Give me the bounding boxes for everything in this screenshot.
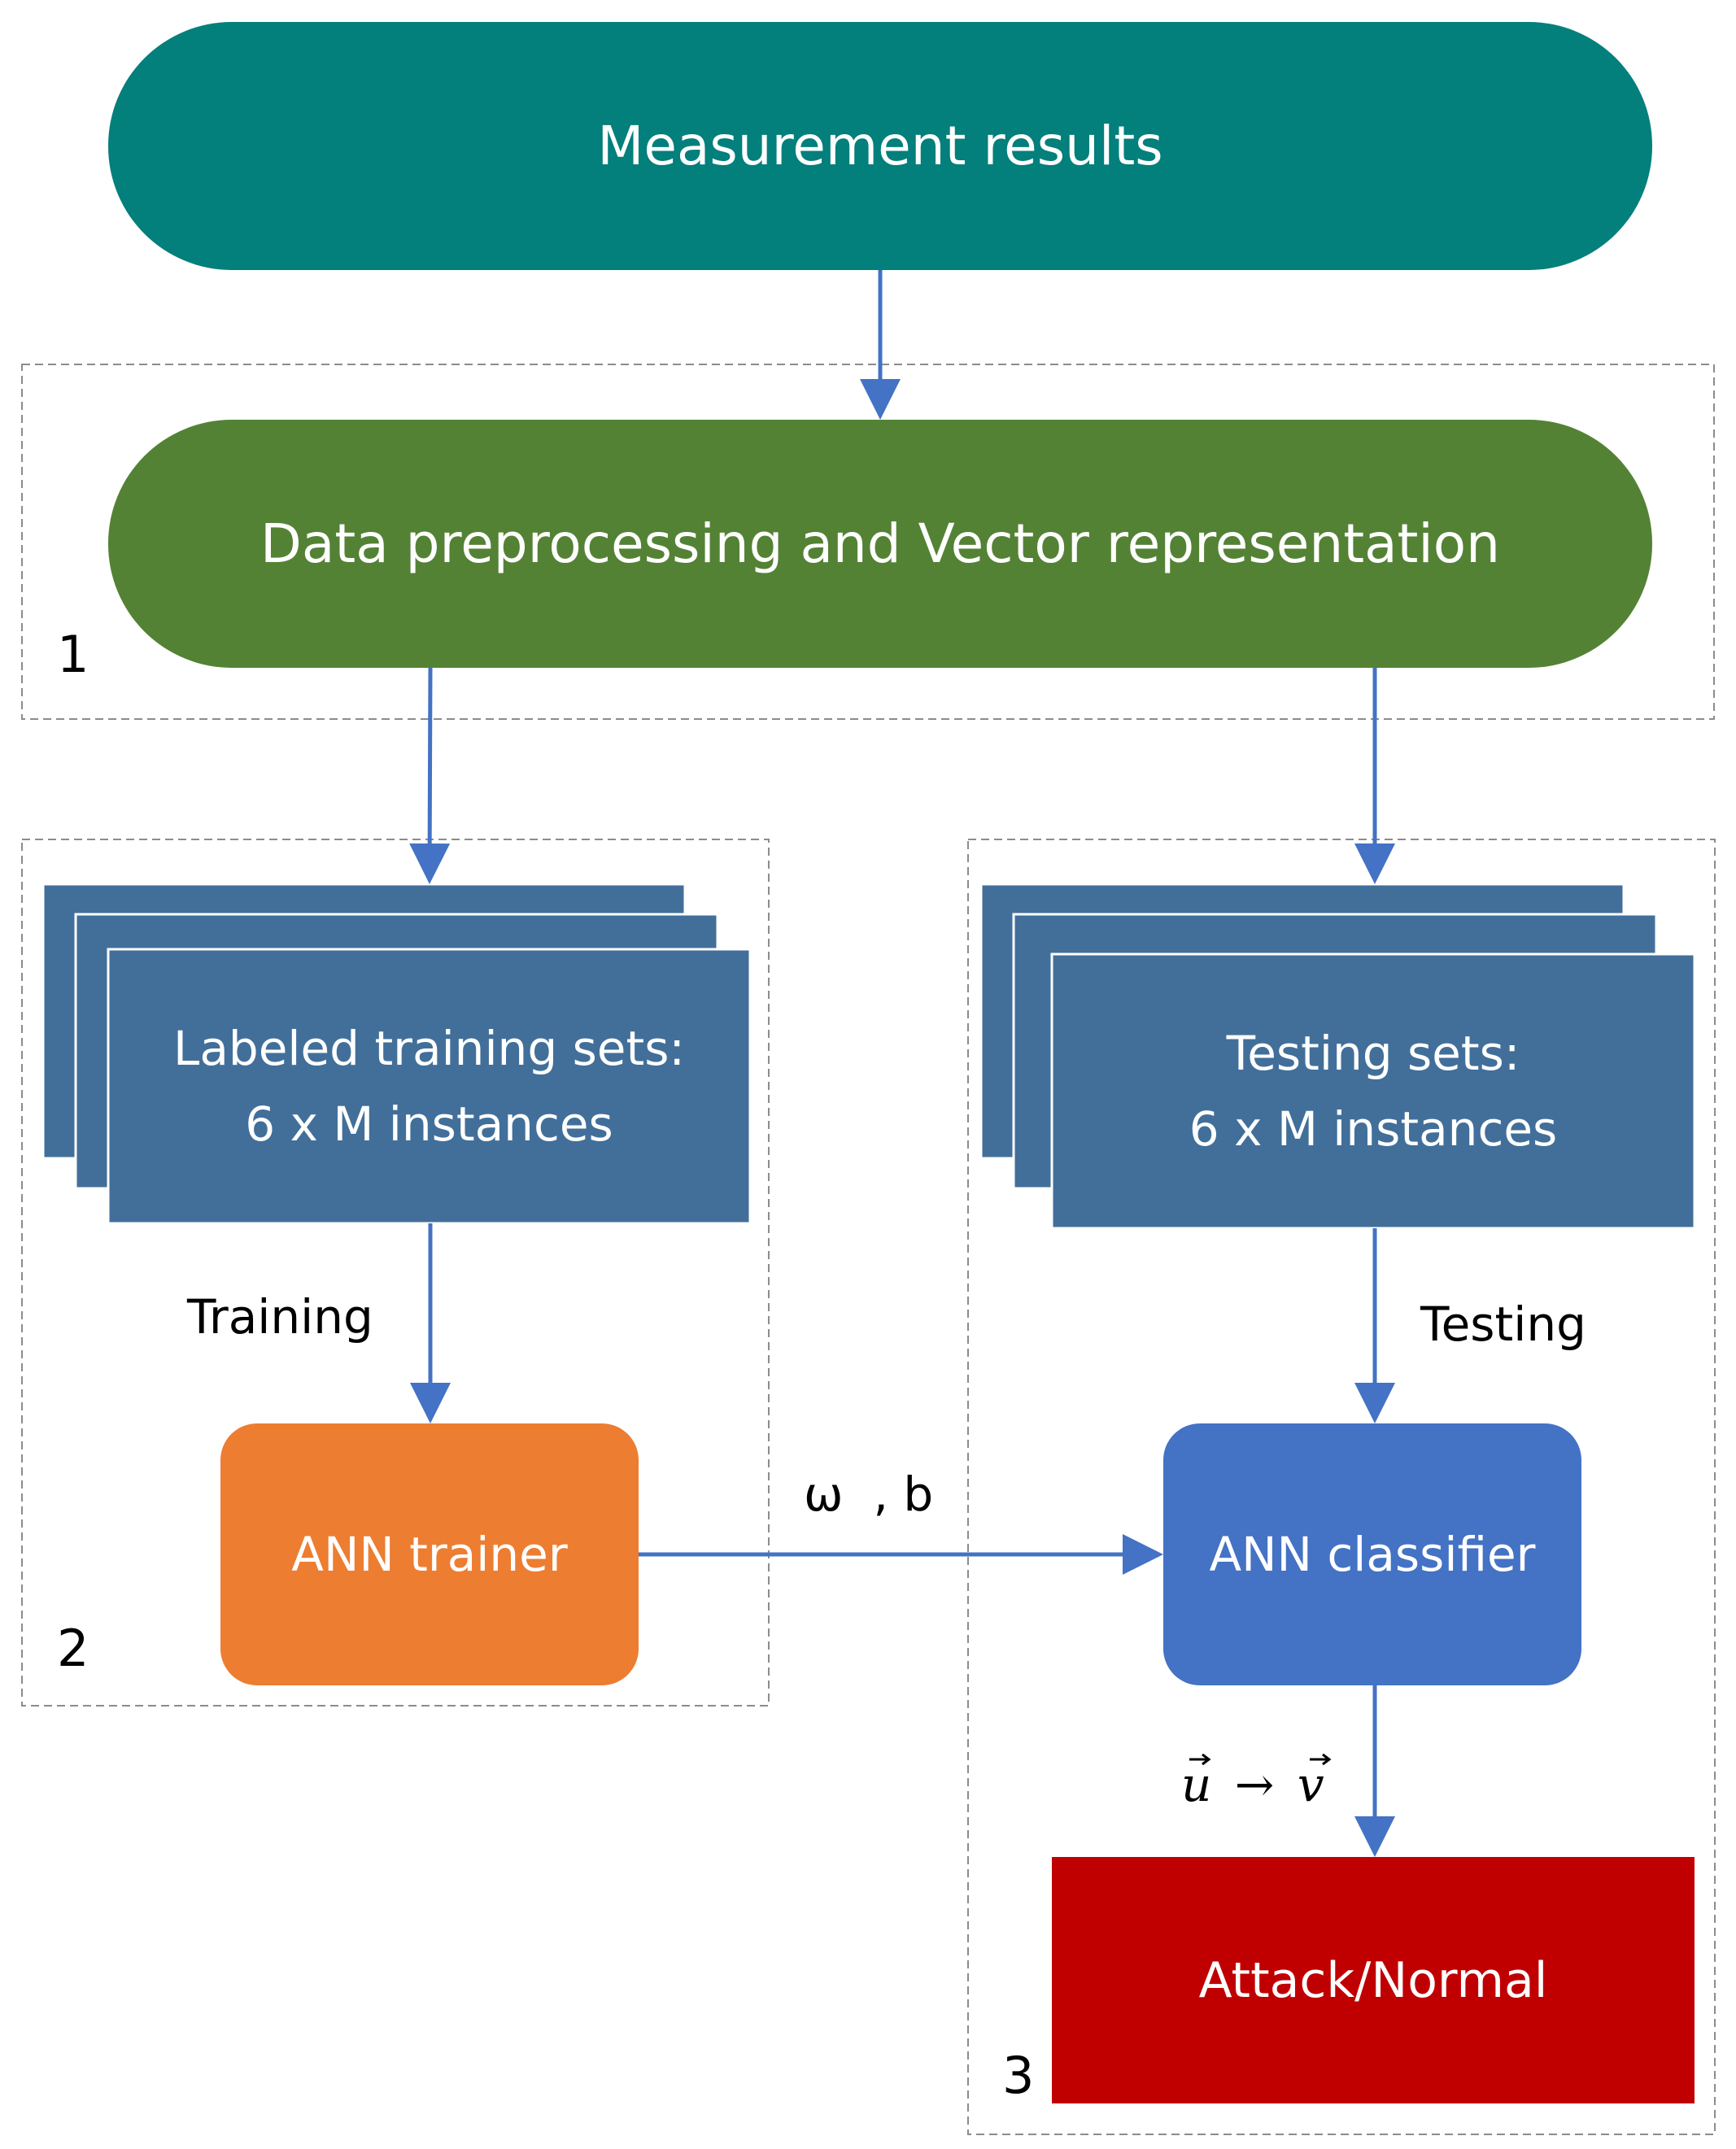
measurement-results-text: Measurement results [597, 114, 1163, 177]
mapping-edge-label: u → v [1181, 1757, 1324, 1812]
measurement-results-label: Measurement results [108, 22, 1652, 270]
ann-classifier-text: ANN classifier [1209, 1526, 1536, 1582]
training-sets-line-1: Labeled training sets: [173, 1020, 685, 1076]
preprocessing-label: Data preprocessing and Vector representa… [108, 420, 1652, 668]
attack-normal-label: Attack/Normal [1052, 1857, 1695, 2103]
ann-classifier-node [1163, 1423, 1581, 1685]
group-box-1 [21, 364, 1715, 720]
training-sets-node [107, 948, 752, 1225]
weights-edge-label: ω , b [804, 1467, 934, 1522]
testing-sets-node [1050, 952, 1696, 1230]
measurement-results-node [108, 22, 1652, 270]
ann-trainer-text: ANN trainer [291, 1526, 568, 1582]
group-box-2 [21, 839, 770, 1707]
group-number-3: 3 [1002, 2046, 1035, 2105]
attack-normal-node [1052, 1857, 1695, 2103]
ann-trainer-label: ANN trainer [220, 1423, 639, 1685]
mapping-u: u [1181, 1757, 1212, 1812]
mapping-v: v [1297, 1757, 1324, 1812]
testing-sets-line-2: 6 x M instances [1189, 1101, 1558, 1157]
training-sets-label: Labeled training sets: 6 x M instances [108, 949, 750, 1223]
preprocessing-node [108, 420, 1652, 668]
training-edge-label: Training [187, 1289, 373, 1345]
vector-v-arrow [1310, 1753, 1332, 1766]
attack-normal-text: Attack/Normal [1198, 1951, 1548, 2009]
preprocessing-text: Data preprocessing and Vector representa… [260, 512, 1500, 575]
vector-u-arrow [1189, 1753, 1211, 1766]
ann-classifier-label: ANN classifier [1163, 1423, 1581, 1685]
group-number-1: 1 [57, 625, 89, 684]
testing-sets-line-1: Testing sets: [1226, 1025, 1520, 1081]
mapping-arrow: → [1234, 1757, 1275, 1812]
ann-trainer-node [220, 1423, 639, 1685]
testing-sets-label: Testing sets: 6 x M instances [1052, 954, 1695, 1228]
training-sets-line-2: 6 x M instances [245, 1096, 613, 1152]
testing-edge-label: Testing [1420, 1297, 1586, 1352]
group-box-3 [967, 839, 1716, 2135]
group-number-2: 2 [57, 1619, 89, 1678]
